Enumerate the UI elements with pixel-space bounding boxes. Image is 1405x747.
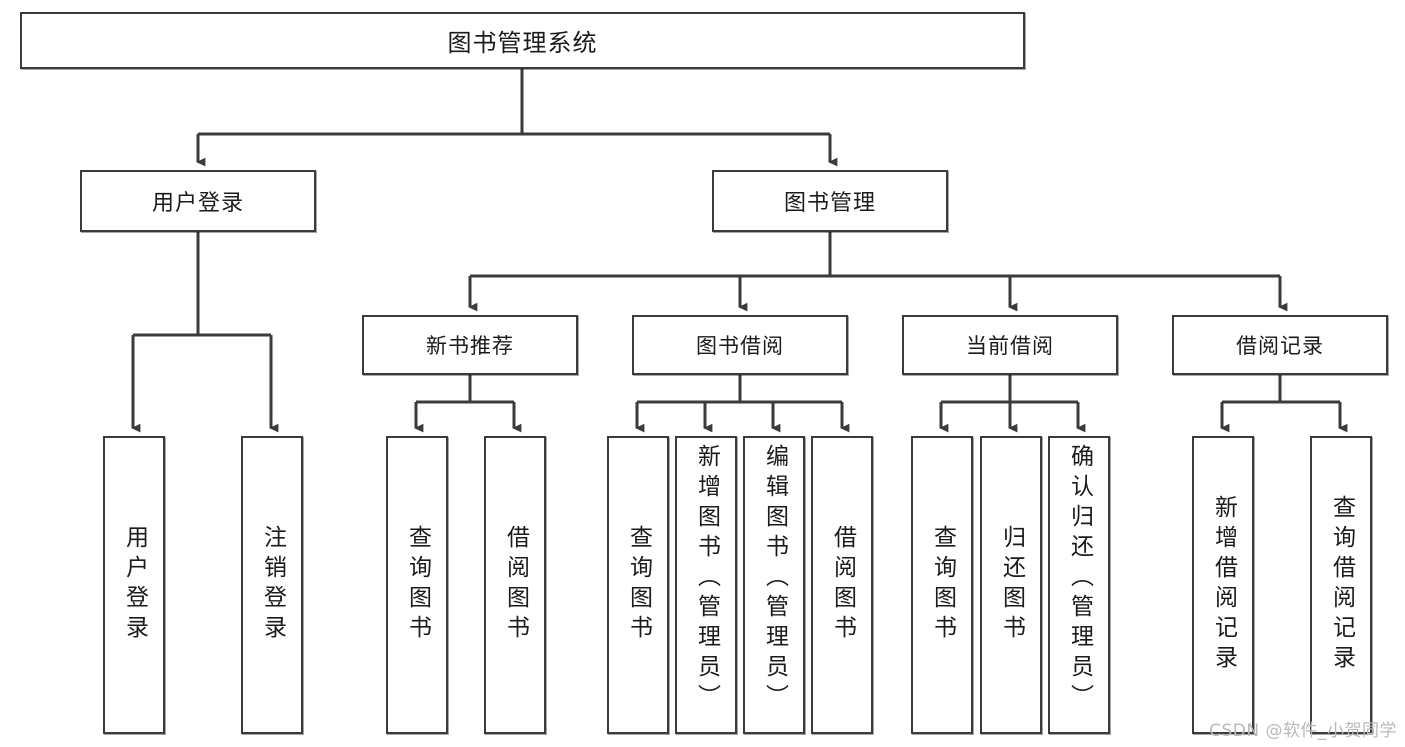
leaf-node-query-book-label: 查询图书: [625, 525, 652, 645]
leaf-node-logout-label: 注销登录: [259, 525, 286, 645]
leaf-node-query-book-recommend-label: 查询图书: [404, 525, 431, 645]
node-user-login-label: 用户登录: [151, 191, 244, 216]
leaf-node-add-book-admin[interactable]: 新增图书（管理员）: [675, 436, 737, 734]
leaf-node-logout[interactable]: 注销登录: [241, 436, 303, 734]
node-new-book-recommend-label: 新书推荐: [426, 334, 514, 358]
leaf-node-confirm-return-admin-label: 确认归还（管理员）: [1066, 444, 1093, 714]
leaf-node-edit-book-admin-label: 编辑图书（管理员）: [761, 444, 788, 714]
node-borrow-record[interactable]: 借阅记录: [1172, 315, 1388, 375]
leaf-node-user-login[interactable]: 用户登录: [103, 436, 165, 734]
leaf-node-add-borrow-record-label: 新增借阅记录: [1210, 495, 1237, 675]
node-root[interactable]: 图书管理系统: [20, 12, 1025, 69]
node-user-login[interactable]: 用户登录: [80, 170, 316, 232]
leaf-node-borrow-book-recommend-label: 借阅图书: [502, 525, 529, 645]
leaf-node-query-book-recommend[interactable]: 查询图书: [386, 436, 448, 734]
leaf-node-query-book-current[interactable]: 查询图书: [911, 436, 973, 734]
leaf-node-borrow-book-recommend[interactable]: 借阅图书: [484, 436, 546, 734]
leaf-node-query-borrow-record-label: 查询借阅记录: [1328, 495, 1355, 675]
node-new-book-recommend[interactable]: 新书推荐: [362, 315, 578, 375]
leaf-node-edit-book-admin[interactable]: 编辑图书（管理员）: [743, 436, 805, 734]
leaf-node-borrow-book-label: 借阅图书: [829, 525, 856, 645]
leaf-node-add-borrow-record[interactable]: 新增借阅记录: [1192, 436, 1254, 734]
node-book-borrow-label: 图书借阅: [696, 334, 784, 358]
leaf-node-query-borrow-record[interactable]: 查询借阅记录: [1310, 436, 1372, 734]
leaf-node-return-book[interactable]: 归还图书: [980, 436, 1042, 734]
node-borrow-record-label: 借阅记录: [1236, 334, 1324, 358]
leaf-node-confirm-return-admin[interactable]: 确认归还（管理员）: [1048, 436, 1110, 734]
node-current-borrow-label: 当前借阅: [966, 334, 1054, 358]
node-book-borrow[interactable]: 图书借阅: [632, 315, 848, 375]
leaf-node-return-book-label: 归还图书: [998, 525, 1025, 645]
leaf-node-query-book[interactable]: 查询图书: [607, 436, 669, 734]
leaf-node-query-book-current-label: 查询图书: [929, 525, 956, 645]
leaf-node-add-book-admin-label: 新增图书（管理员）: [693, 444, 720, 714]
node-current-borrow[interactable]: 当前借阅: [902, 315, 1118, 375]
leaf-node-borrow-book[interactable]: 借阅图书: [811, 436, 873, 734]
node-book-management[interactable]: 图书管理: [712, 170, 948, 232]
node-root-label: 图书管理系统: [447, 29, 598, 57]
leaf-node-user-login-label: 用户登录: [121, 525, 148, 645]
node-book-management-label: 图书管理: [783, 191, 876, 216]
